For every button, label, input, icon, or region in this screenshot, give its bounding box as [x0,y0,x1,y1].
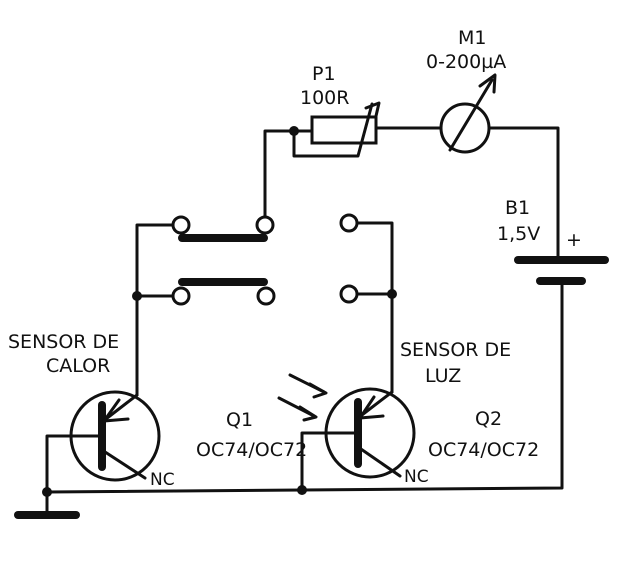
wiper-arrowhead-icon [364,101,381,118]
wiper-arrow-icon [292,102,374,158]
meter-needle-icon [448,78,494,152]
junction-dot-ground-q2 [297,485,307,495]
q2-ref-label: Q2 [475,408,502,430]
heat-sensor-label-line2: CALOR [46,355,110,377]
meter-body-icon [439,102,491,154]
q1-ref-label: Q1 [226,409,253,431]
battery-b1: B1 1,5V + [497,197,609,285]
switch-terminal-icon [171,286,191,306]
q2-base-lead [300,431,360,492]
p1-value-label: 100R [300,87,349,109]
q2-type-label: OC74/OC72 [428,439,539,461]
selector-switch [135,213,394,306]
switch-terminal-icon [339,213,359,233]
switch-terminal-icon [256,286,276,306]
transistor-collector-icon [356,445,402,478]
heat-sensor-label-line1: SENSOR DE [8,331,119,353]
m1-ref-label: M1 [458,27,486,49]
potentiometer-p1: P1 100R [292,63,381,158]
transistor-collector-icon [100,448,147,480]
q1-base-lead [45,434,104,494]
emitter-arrow-icon [102,398,130,423]
light-sensor-label-line2: LUZ [425,365,461,387]
p1-ref-label: P1 [312,63,336,85]
meter-m1: M1 0-200µA [426,27,506,154]
b1-ref-label: B1 [505,197,530,219]
light-arrows-icon [277,373,328,422]
switch-terminal-icon [339,284,359,304]
transistor-q1: NC Q1 OC74/OC72 [45,294,307,494]
b1-value-label: 1,5V [497,223,540,245]
switch-terminal-icon [171,215,191,235]
ground-symbol-icon [14,490,80,519]
b1-polarity-label: + [566,229,582,251]
m1-value-label: 0-200µA [426,51,506,73]
q1-nc-label: NC [150,470,175,490]
light-sensor-label-line1: SENSOR DE [400,339,511,361]
q2-nc-label: NC [404,467,429,487]
emitter-arrow-icon [358,395,385,420]
switch-terminal-icon [255,215,275,235]
transistor-q2: NC Q2 OC74/OC72 [300,292,539,492]
q1-type-label: OC74/OC72 [196,439,307,461]
meter-arrowhead-icon [478,73,497,94]
